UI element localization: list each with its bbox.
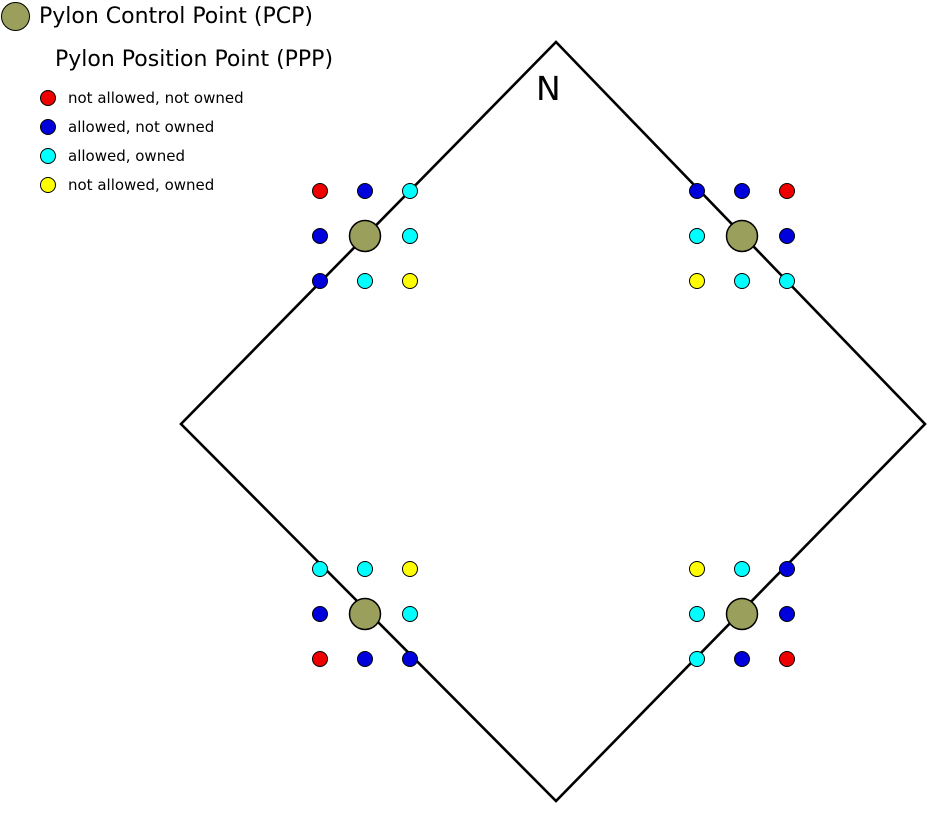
ppp-dot-red <box>779 651 795 667</box>
ppp-dot-blue <box>402 651 418 667</box>
blue-dot-icon <box>40 119 56 135</box>
yellow-dot-icon <box>40 177 56 193</box>
ppp-dot-cyan <box>402 606 418 622</box>
ppp-dot-red <box>312 183 328 199</box>
ppp-dot-blue <box>779 606 795 622</box>
ppp-dot-blue <box>357 651 373 667</box>
legend-pcp-label: Pylon Control Point (PCP) <box>39 3 313 29</box>
compass-n-label: N <box>536 69 561 108</box>
red-dot-icon <box>40 90 56 106</box>
ppp-dot-blue <box>689 183 705 199</box>
pcp-circle-bottom-left <box>348 597 382 631</box>
ppp-dot-blue <box>357 183 373 199</box>
ppp-dot-cyan <box>357 273 373 289</box>
ppp-dot-blue <box>734 183 750 199</box>
legend-pcp-row: Pylon Control Point (PCP) <box>1 1 313 31</box>
ppp-dot-blue <box>779 561 795 577</box>
ppp-dot-cyan <box>779 273 795 289</box>
ppp-dot-blue <box>312 228 328 244</box>
ppp-dot-cyan <box>689 606 705 622</box>
pcp-swatch-icon <box>1 1 30 31</box>
ppp-dot-cyan <box>312 561 328 577</box>
ppp-dot-blue <box>312 273 328 289</box>
legend-ppp-title: Pylon Position Point (PPP) <box>55 47 334 72</box>
legend-item-allowed-not-owned: allowed, not owned <box>40 118 214 136</box>
legend-item-not-allowed-not-owned: not allowed, not owned <box>40 89 244 107</box>
cyan-dot-icon <box>40 148 56 164</box>
ppp-dot-yellow <box>689 561 705 577</box>
pcp-circle-top-right <box>725 219 759 253</box>
diamond-outline <box>179 40 927 803</box>
legend-item-label: allowed, owned <box>68 147 185 165</box>
legend-item-label: not allowed, owned <box>68 176 215 194</box>
ppp-dot-cyan <box>357 561 373 577</box>
ppp-dot-blue <box>734 651 750 667</box>
ppp-dot-yellow <box>402 561 418 577</box>
ppp-dot-cyan <box>734 273 750 289</box>
ppp-dot-cyan <box>689 228 705 244</box>
legend-item-allowed-owned: allowed, owned <box>40 147 185 165</box>
ppp-dot-cyan <box>402 228 418 244</box>
ppp-dot-cyan <box>734 561 750 577</box>
legend-item-not-allowed-owned: not allowed, owned <box>40 176 214 194</box>
ppp-dot-cyan <box>402 183 418 199</box>
legend-item-label: not allowed, not owned <box>68 89 244 107</box>
legend: Pylon Control Point (PCP) Pylon Position… <box>0 0 340 210</box>
ppp-dot-yellow <box>402 273 418 289</box>
ppp-dot-blue <box>779 228 795 244</box>
pcp-circle-bottom-right <box>725 597 759 631</box>
ppp-dot-yellow <box>689 273 705 289</box>
ppp-dot-red <box>779 183 795 199</box>
pcp-circle-top-left <box>348 219 382 253</box>
ppp-dot-cyan <box>689 651 705 667</box>
legend-item-label: allowed, not owned <box>68 118 215 136</box>
ppp-dot-red <box>312 651 328 667</box>
ppp-dot-blue <box>312 606 328 622</box>
